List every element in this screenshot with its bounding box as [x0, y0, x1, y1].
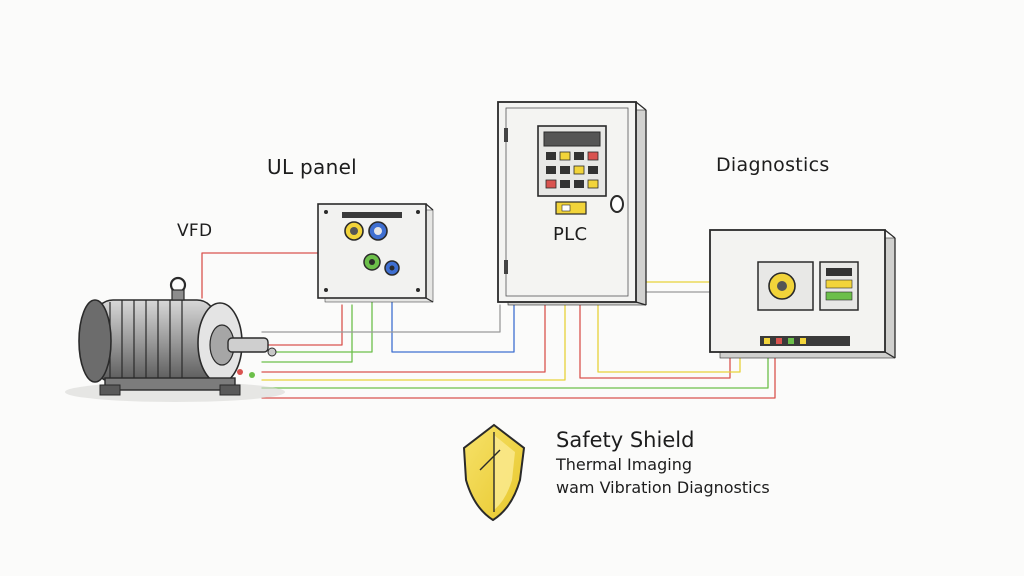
- wire-blue: [391, 267, 515, 353]
- wire-red-diagnostics: [579, 304, 731, 379]
- legend-title: Safety Shield: [556, 428, 695, 452]
- plc-label: PLC: [553, 224, 588, 245]
- wire-yellow-diag2: [597, 304, 741, 373]
- diagnostics-label: Diagnostics: [716, 154, 830, 176]
- wiring: [201, 252, 779, 399]
- vfd-label: VFD: [177, 221, 213, 241]
- wire-gray: [261, 304, 501, 333]
- ul-panel-label: UL panel: [267, 155, 358, 179]
- legend-line-vibration: wam Vibration Diagnostics: [556, 478, 770, 497]
- wire-red-vfd: [201, 252, 319, 299]
- wire-green-diagnostics: [261, 354, 769, 389]
- wire-red-bottom: [261, 354, 776, 399]
- diagnostics-unit: [709, 229, 896, 359]
- wire-red-mid: [261, 304, 546, 373]
- shield-icon: [462, 423, 526, 522]
- legend: Safety Shield Thermal Imaging wam Vibrat…: [556, 428, 770, 497]
- motor: [65, 276, 285, 402]
- legend-line-thermal: Thermal Imaging: [556, 455, 692, 474]
- plc-cabinet: [497, 101, 647, 306]
- ul-panel: [317, 203, 434, 303]
- wire-red-motor-plc: [261, 304, 343, 346]
- wire-yellow-plc: [261, 304, 566, 381]
- wire-green-short: [261, 304, 353, 363]
